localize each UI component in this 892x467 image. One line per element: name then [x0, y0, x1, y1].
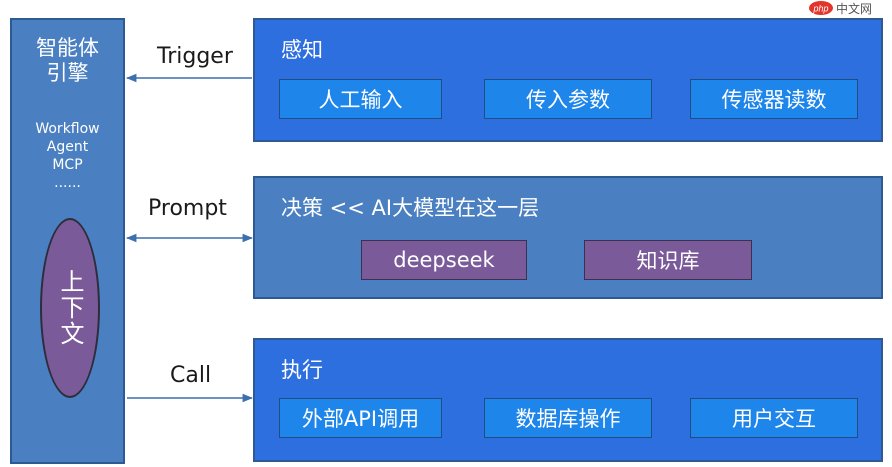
chip-input-params: 传入参数	[484, 79, 652, 119]
trigger-label: Trigger	[157, 44, 233, 69]
engine-item-more: ......	[54, 175, 81, 191]
execution-title: 执行	[281, 358, 323, 382]
svg-text:中文网: 中文网	[836, 1, 872, 16]
chip-user-interaction: 用户交互	[690, 398, 858, 438]
chip-database-ops: 数据库操作	[484, 398, 652, 438]
engine-item-agent: Agent	[46, 139, 89, 155]
engine-item-workflow: Workflow	[35, 121, 100, 137]
chip-manual-input: 人工输入	[279, 79, 442, 119]
context-label: 上下文	[56, 269, 84, 347]
agent-engine-panel: 智能体 引擎 Workflow Agent MCP ...... 上下文	[10, 18, 125, 464]
engine-item-mcp: MCP	[52, 157, 83, 173]
chip-knowledge-base: 知识库	[584, 240, 752, 280]
watermark-logo-icon: php 中文网	[809, 1, 872, 16]
execution-layer: 执行 外部API调用 数据库操作 用户交互	[253, 338, 883, 462]
chip-deepseek: deepseek	[361, 240, 527, 280]
perception-layer: 感知 人工输入 传入参数 传感器读数	[253, 18, 883, 142]
context-ellipse: 上下文	[40, 218, 100, 398]
call-label: Call	[170, 363, 212, 388]
decision-layer: 决策 << AI大模型在这一层 deepseek 知识库	[253, 176, 883, 299]
svg-text:php: php	[812, 4, 828, 14]
decision-title: 决策 << AI大模型在这一层	[281, 196, 540, 220]
chip-external-api-call: 外部API调用	[279, 398, 442, 438]
engine-title: 智能体 引擎	[36, 36, 99, 85]
engine-capability-list: Workflow Agent MCP ......	[12, 120, 123, 192]
perception-title: 感知	[281, 38, 323, 62]
site-watermark-logo: php 中文网	[808, 0, 890, 16]
prompt-label: Prompt	[148, 196, 227, 221]
chip-sensor-readings: 传感器读数	[690, 79, 858, 119]
